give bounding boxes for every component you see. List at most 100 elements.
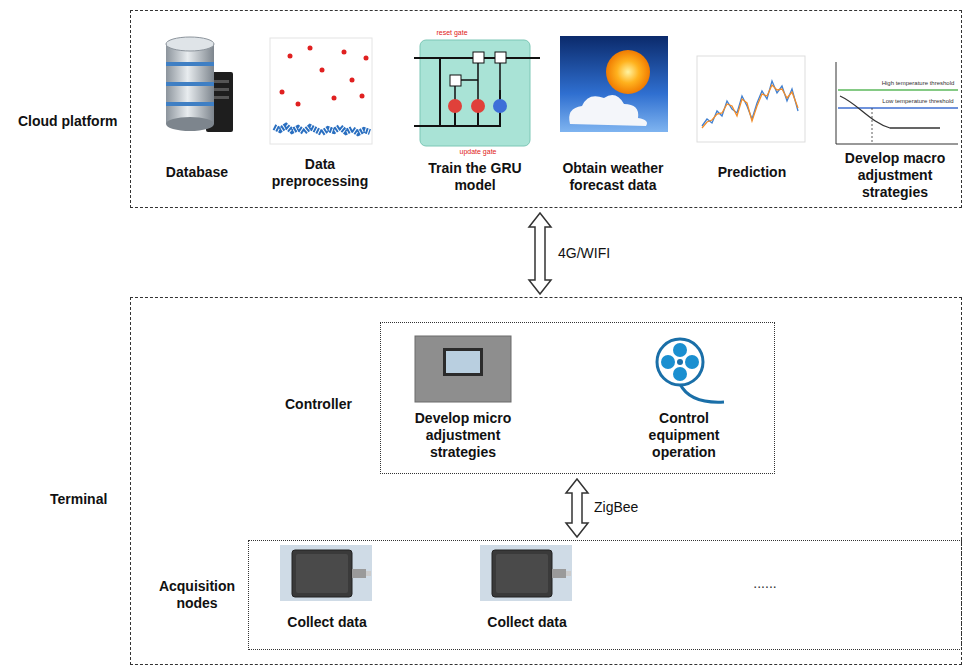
scatter-plot xyxy=(320,68,325,73)
sensor-picture xyxy=(496,554,548,593)
link-arrow xyxy=(566,479,588,537)
controller-device xyxy=(415,336,511,402)
icon-caption: Prediction xyxy=(702,164,802,181)
sensor-picture xyxy=(352,569,366,578)
sensor-picture xyxy=(480,545,572,601)
database-icon xyxy=(166,44,214,124)
control-icon xyxy=(673,343,687,357)
weather-picture xyxy=(560,36,668,132)
link-label: 4G/WIFI xyxy=(556,245,612,262)
icon-caption: Develop micro adjustment strategies xyxy=(407,410,519,461)
control-icon xyxy=(677,359,683,365)
control-icon xyxy=(673,367,687,381)
gru-cell xyxy=(473,52,484,63)
gru-cell xyxy=(495,52,506,63)
gate-label: reset gate xyxy=(422,28,482,37)
threshold-label: Low temperature threshold xyxy=(878,98,958,105)
prediction-chart xyxy=(697,56,805,142)
terminal-panel: Terminal ControllerAcquisition nodes xyxy=(40,297,962,665)
sensor-picture xyxy=(552,569,566,578)
prediction-chart xyxy=(702,81,798,126)
sensor-picture xyxy=(366,571,371,576)
weather-picture xyxy=(560,36,668,132)
scatter-plot xyxy=(270,38,372,144)
weather-picture xyxy=(606,50,650,94)
threshold-chart xyxy=(838,89,958,91)
gru-cell xyxy=(414,58,440,126)
threshold-chart xyxy=(872,108,873,144)
sensor-picture xyxy=(292,550,352,597)
scatter-plot xyxy=(342,50,347,55)
icon-caption: Data preprocessing xyxy=(268,156,372,190)
control-icon xyxy=(680,384,724,402)
gru-cell xyxy=(448,99,462,113)
group-heading: Terminal xyxy=(50,491,107,508)
threshold-chart xyxy=(838,107,958,109)
icon-caption: Control equipment operation xyxy=(638,410,730,461)
icon-caption: Train the GRU model xyxy=(419,160,531,194)
acquisition-group: Acquisition nodes xyxy=(150,540,962,650)
sensor-picture xyxy=(296,554,348,593)
database-icon xyxy=(166,117,214,131)
gate-label: update gate xyxy=(448,147,508,156)
gru-cell xyxy=(471,99,485,113)
group-outline xyxy=(248,540,962,650)
icon-caption: Collect data xyxy=(267,614,387,631)
link-label: ZigBee xyxy=(592,499,640,516)
group-outline xyxy=(130,10,962,208)
prediction-chart xyxy=(702,85,798,128)
scatter-plot xyxy=(296,102,301,107)
gru-cell xyxy=(440,90,500,126)
control-icon xyxy=(657,339,724,402)
sensor-picture xyxy=(280,545,372,601)
sensor-picture xyxy=(280,545,372,601)
group-heading: Cloud platform xyxy=(18,113,118,130)
database-icon xyxy=(166,37,214,51)
scatter-plot xyxy=(350,78,355,83)
threshold-chart xyxy=(836,62,958,144)
gru-cell xyxy=(455,58,500,104)
controller-device xyxy=(446,351,480,373)
icon-caption: Collect data xyxy=(467,614,587,631)
database-icon xyxy=(166,37,233,132)
group-heading: Controller xyxy=(285,396,352,413)
icon-caption: Develop macro adjustment strategies xyxy=(839,150,951,201)
threshold-label: High temperature threshold xyxy=(878,80,958,87)
group-outline xyxy=(130,297,962,665)
scatter-plot xyxy=(332,96,337,101)
control-icon xyxy=(661,355,675,369)
controller-device xyxy=(415,336,511,402)
scatter-plot xyxy=(270,38,372,144)
database-icon xyxy=(166,62,214,66)
prediction-chart xyxy=(697,56,805,142)
sensor-picture xyxy=(566,571,571,576)
ellipsis: ...... xyxy=(735,575,795,592)
sensor-picture xyxy=(480,545,572,601)
group-heading: Acquisition nodes xyxy=(154,578,240,612)
controller-device xyxy=(443,348,483,376)
scatter-plot xyxy=(280,90,285,95)
gru-cell xyxy=(450,75,461,86)
gru-cell xyxy=(414,40,540,146)
database-icon xyxy=(166,82,214,86)
scatter-plot xyxy=(274,126,370,133)
gru-cell xyxy=(420,40,530,146)
scatter-plot xyxy=(308,46,313,51)
threshold-chart xyxy=(836,62,958,144)
gru-cell xyxy=(493,99,507,113)
weather-picture xyxy=(569,95,647,126)
sensor-picture xyxy=(492,550,552,597)
control-icon xyxy=(685,355,699,369)
scatter-plot xyxy=(288,54,293,59)
control-icon xyxy=(657,339,703,385)
database-icon xyxy=(166,102,214,106)
icon-caption: Database xyxy=(142,164,252,181)
scatter-plot xyxy=(364,56,369,61)
icon-caption: Obtain weather forecast data xyxy=(551,160,675,194)
scatter-plot xyxy=(360,94,365,99)
link-arrow xyxy=(529,213,551,294)
